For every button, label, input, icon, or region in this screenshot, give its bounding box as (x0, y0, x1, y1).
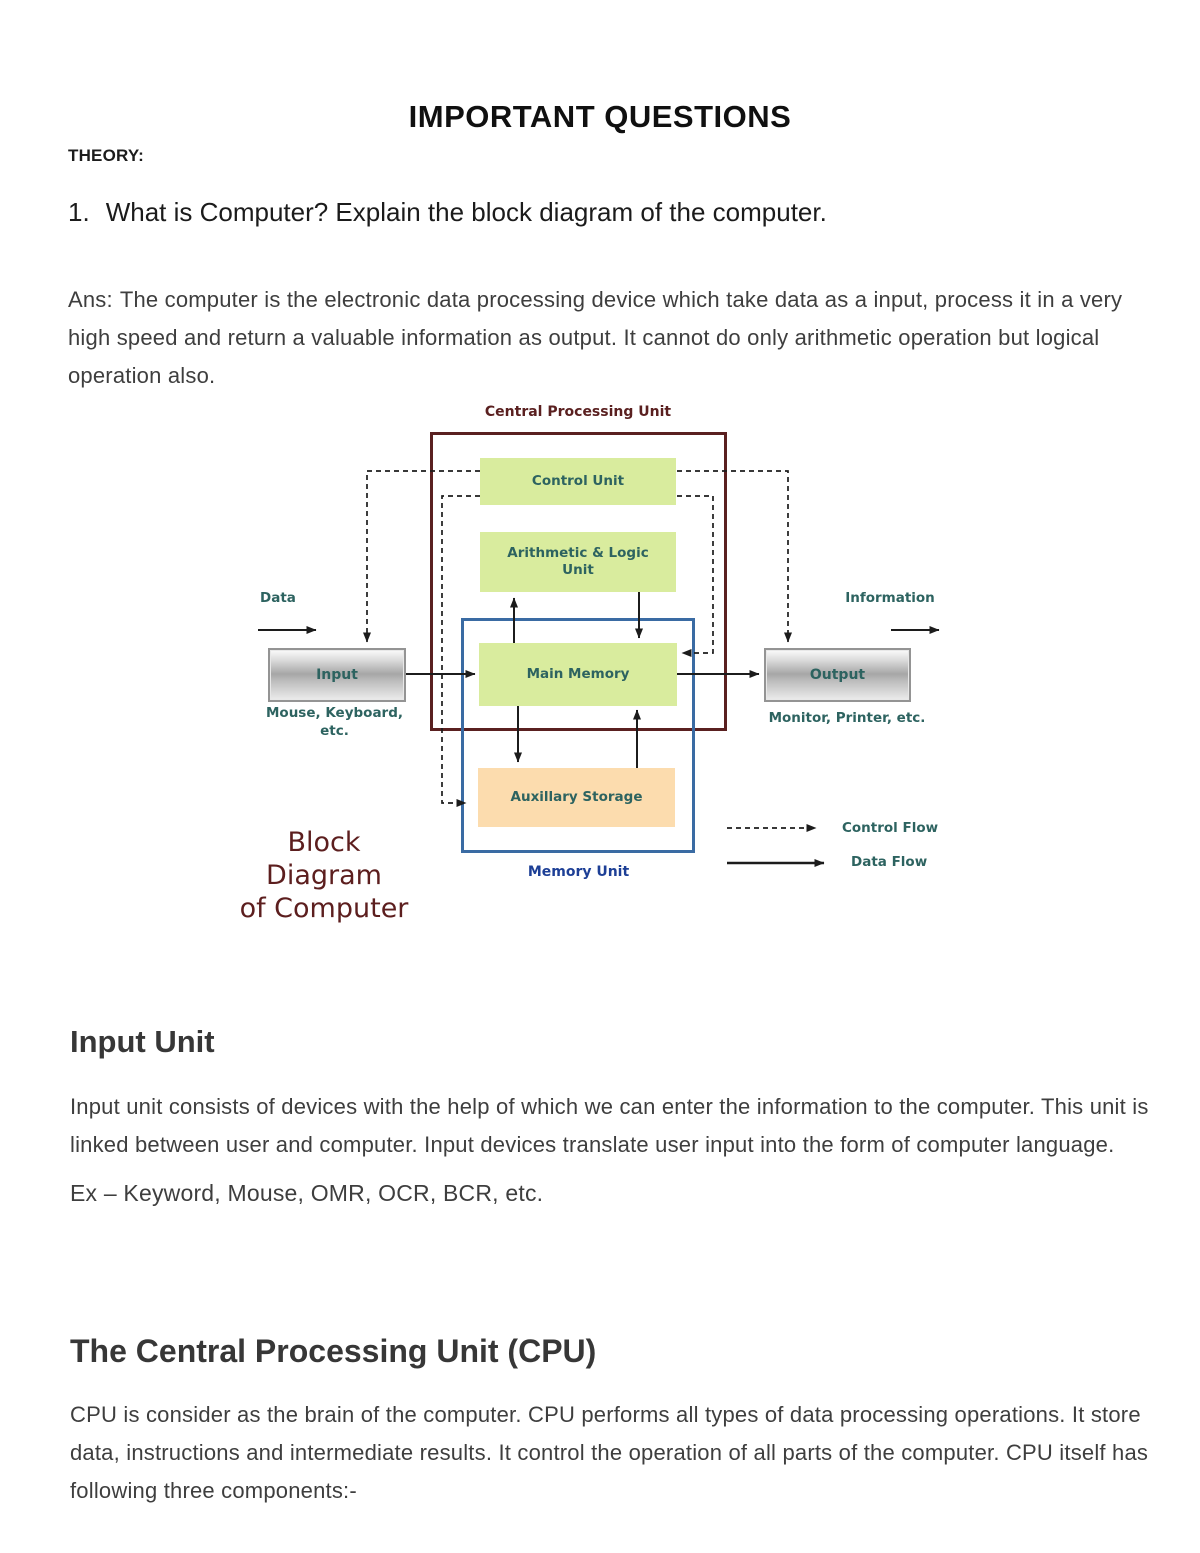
question-text: What is Computer? Explain the block diag… (105, 197, 827, 227)
legend-data-flow-label: Data Flow (851, 854, 928, 870)
diagram-arrows (258, 470, 940, 867)
legend-control-flow-label: Control Flow (842, 820, 939, 836)
output-devices-label: Monitor, Printer, etc. (768, 710, 926, 726)
control-flow-to-input (363, 470, 480, 643)
cpu-paragraph: CPU is consider as the brain of the comp… (70, 1402, 1149, 1503)
information-label: Information (845, 590, 935, 606)
answer-prefix: Ans: (68, 287, 113, 312)
auxiliary-storage-box: Auxillary Storage (478, 768, 675, 827)
alu-box: Arithmetic & Logic Unit (480, 532, 676, 592)
cpu-boundary-box (430, 432, 727, 731)
answer-text: The computer is the electronic data proc… (68, 287, 1123, 388)
control-flow-to-aux-storage (441, 495, 480, 807)
input-box: Input (268, 648, 406, 702)
memory-unit-boundary-box (461, 618, 695, 853)
main-memory-box: Main Memory (479, 643, 677, 706)
section-label: THEORY: (68, 146, 145, 165)
input-unit-examples: Ex – Keyword, Mouse, OMR, OCR, BCR, etc. (70, 1180, 544, 1206)
question-number: 1. (68, 197, 90, 227)
control-flow-to-main-memory (677, 495, 714, 657)
output-box: Output (764, 648, 911, 702)
heading-input-unit: Input Unit (70, 1023, 215, 1059)
control-flow-to-output (677, 470, 792, 643)
memory-unit-label: Memory Unit (527, 864, 630, 880)
computer-block-diagram: Central Processing Unit Control Unit Ari… (230, 400, 945, 924)
data-label: Data (260, 590, 296, 606)
control-unit-box: Control Unit (480, 458, 676, 505)
answer-paragraph: Ans:The computer is the electronic data … (68, 281, 1146, 395)
input-unit-paragraph: Input unit consists of devices with the … (70, 1094, 1149, 1157)
page-title: IMPORTANT QUESTIONS (408, 98, 792, 134)
heading-cpu: The Central Processing Unit (CPU) (70, 1332, 597, 1369)
input-devices-label: Mouse, Keyboard, etc. (265, 705, 404, 739)
question-item: 1. What is Computer? Explain the block di… (68, 197, 1148, 228)
diagram-caption: Block Diagram of Computer (239, 827, 409, 924)
cpu-label: Central Processing Unit (484, 404, 672, 420)
